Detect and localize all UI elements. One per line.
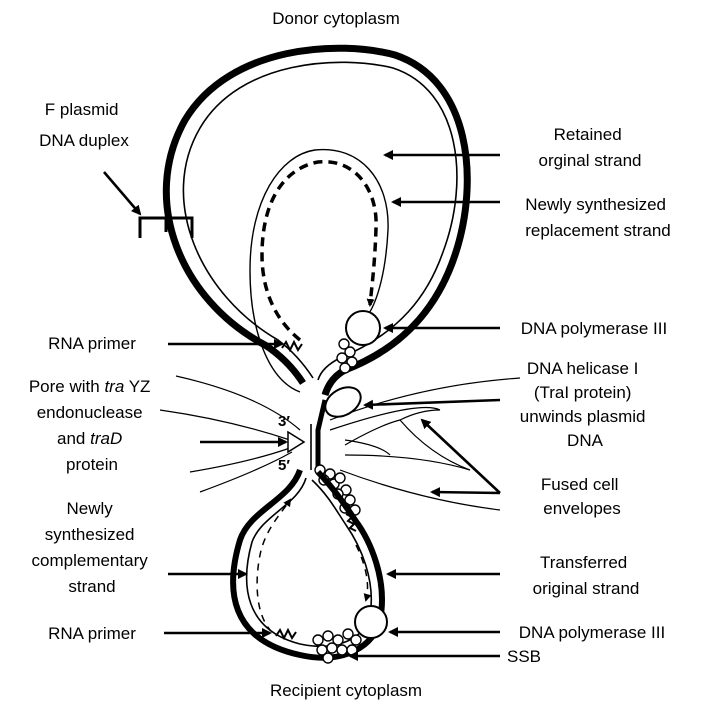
pore-label: Pore with tra YZ endonuclease and traD p… [29,377,155,474]
transferred-strand-label: Transferred original strand [533,553,640,598]
replacement-strand-label: Newly synthesized replacement strand [525,195,671,240]
dna-polymerase-bottom-label: DNA polymerase III [519,623,665,642]
rna-primer-bottom-label: RNA primer [48,624,136,643]
rna-primer-top-label: RNA primer [48,334,136,353]
f-plasmid-label: F plasmid DNA duplex [39,100,129,150]
pore-strands [311,400,325,470]
helicase-label: DNA helicase I (TraI protein) unwinds pl… [520,359,650,450]
five-prime-end: 5′ [278,457,290,474]
callout-arrows [104,155,500,656]
dna-polymerase-top-label: DNA polymerase III [521,319,667,338]
complementary-strand-label: Newly synthesized complementary strand [32,499,153,596]
complementary-strand-dashed [257,500,367,632]
retained-strand-label: Retained orginal strand [538,125,641,170]
replacement-strand-loop [250,150,388,392]
fused-envelopes-label: Fused cell envelopes [541,475,623,518]
f-plasmid-bracket [140,218,192,238]
dna-polymerase-bottom [355,606,387,638]
donor-cytoplasm-label: Donor cytoplasm [272,9,400,28]
recipient-cytoplasm-label: Recipient cytoplasm [270,681,422,700]
ssb-label: SSB [507,647,541,666]
pore-triangle [288,432,304,452]
three-prime-end: 3′ [278,413,290,430]
dna-polymerase-top [346,311,380,345]
